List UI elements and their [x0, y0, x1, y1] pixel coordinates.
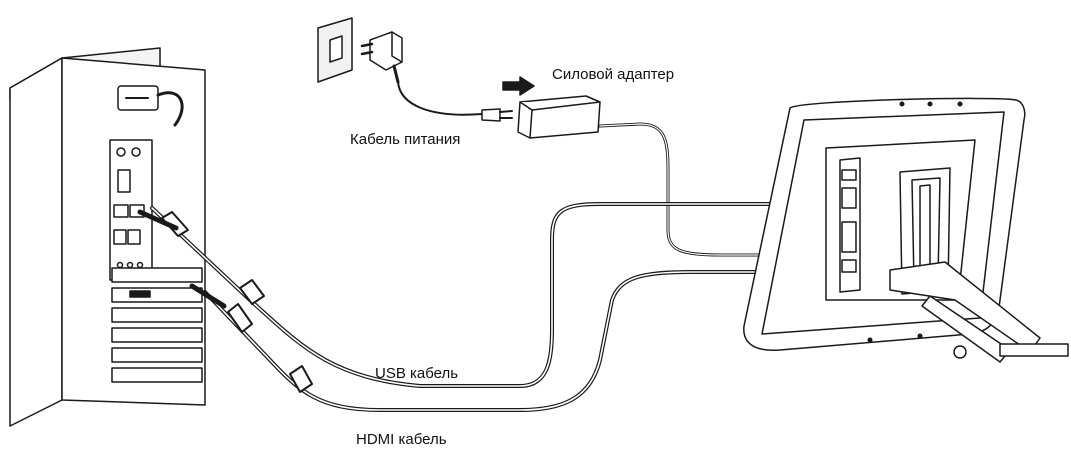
computer-tower-icon: [9, 47, 206, 427]
wall-outlet-icon: [317, 17, 353, 83]
power-adapter-label: Силовой адаптер: [552, 66, 675, 83]
pen-display-icon: [743, 97, 1069, 363]
arrow-right-icon: [502, 76, 535, 96]
usb-cable-label: USB кабель: [375, 365, 459, 382]
power-cable-label: Кабель питания: [350, 131, 461, 148]
hdmi-cable-label: HDMI кабель: [356, 431, 447, 448]
power-plug-icon: [360, 31, 403, 84]
power-adapter-icon: [517, 95, 601, 139]
